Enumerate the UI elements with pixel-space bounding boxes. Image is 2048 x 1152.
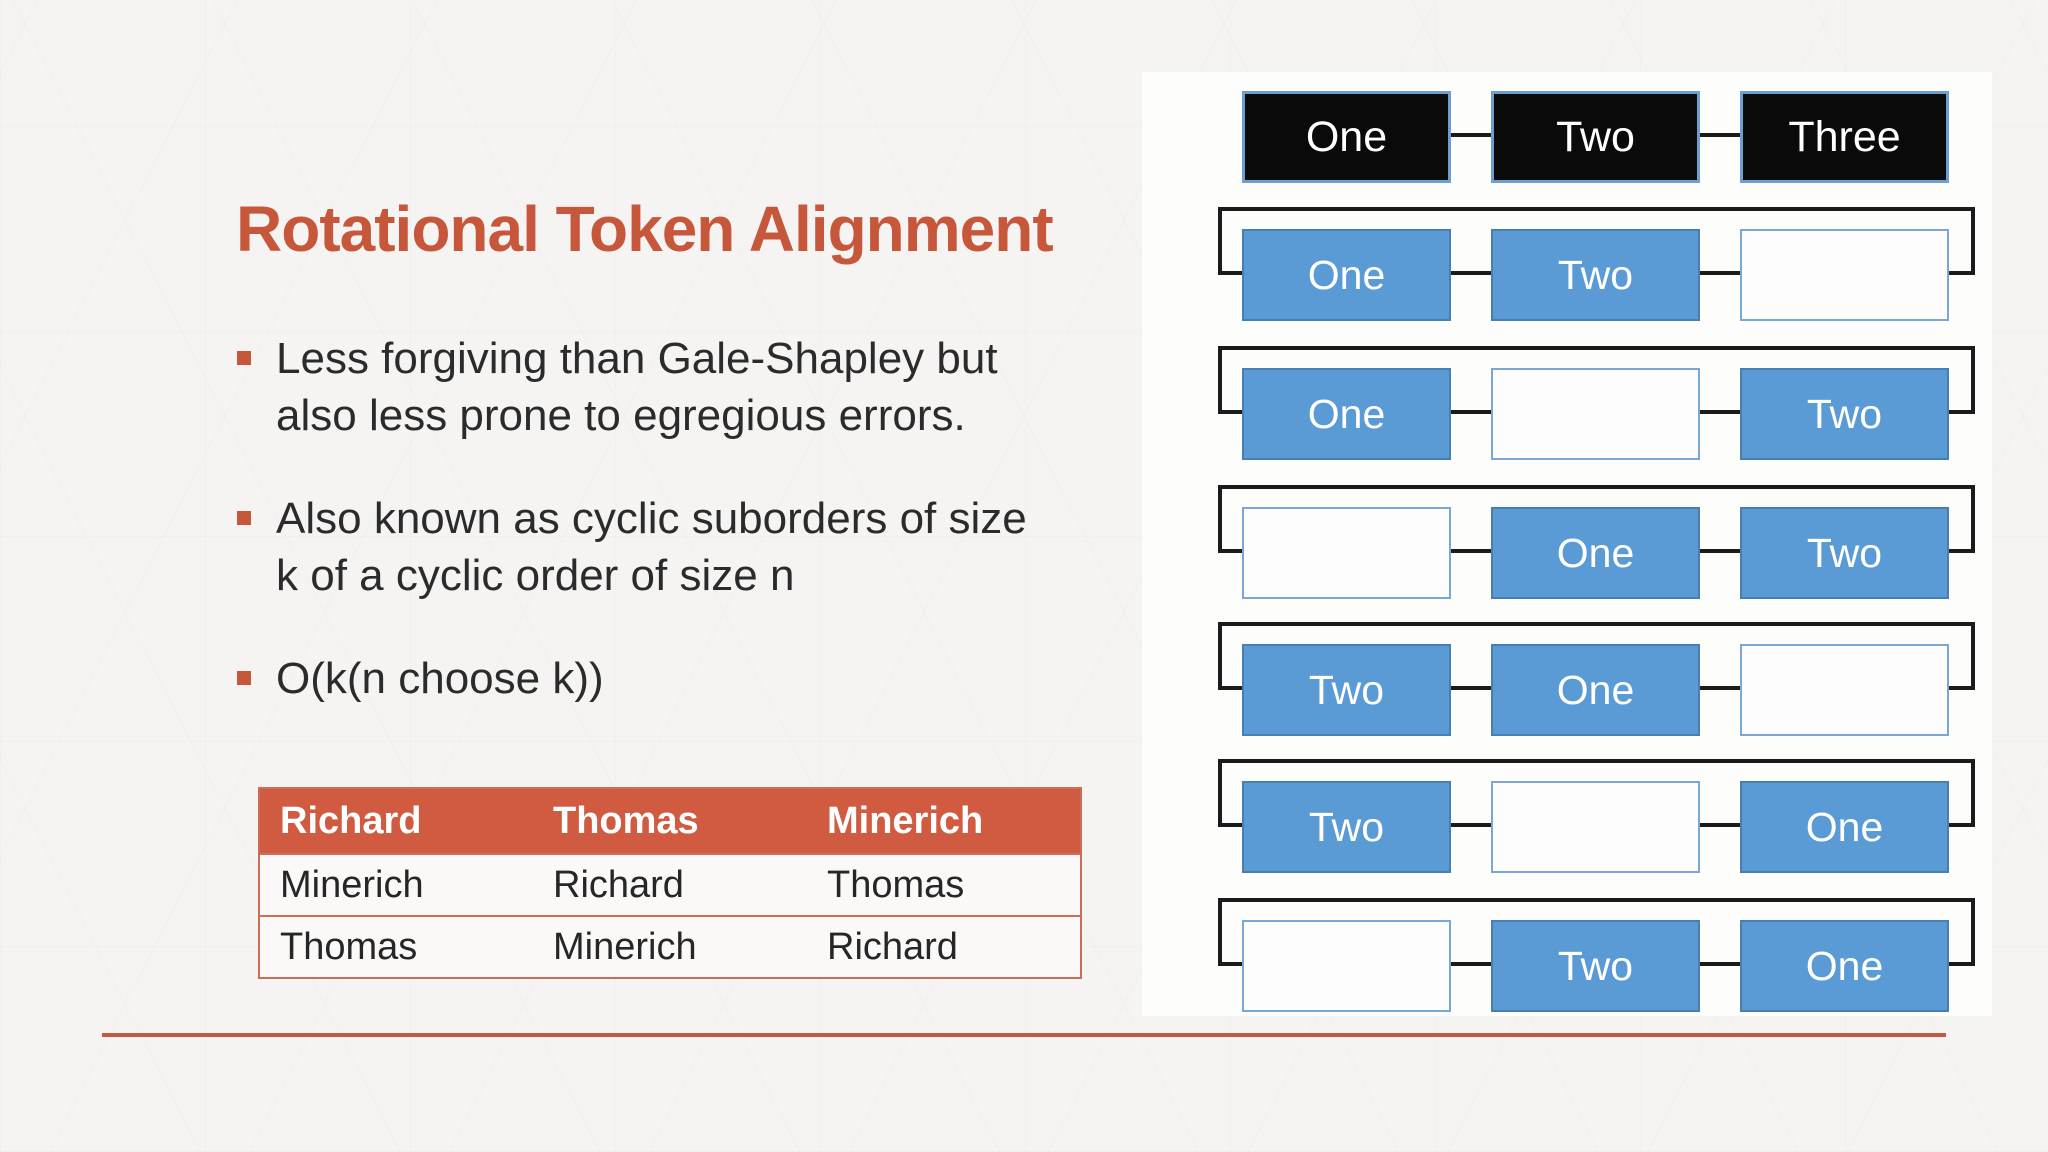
bracket-right-stub [1947,962,1975,966]
bullet-item: Also known as cyclic suborders of size k… [237,490,1037,604]
token-box: Two [1740,368,1949,460]
connector-line [1451,962,1491,966]
bullet-text: Less forgiving than Gale-Shapley but als… [276,334,998,440]
token-box: One [1242,229,1451,321]
empty-token-box [1242,920,1451,1012]
bracket-right-stub [1947,823,1975,827]
bullet-item: O(k(n choose k)) [237,650,1037,707]
table-cell: Minerich [259,853,533,916]
bullet-text: O(k(n choose k)) [276,654,604,703]
connector-line [1451,133,1491,137]
bullet-square-icon [237,511,251,525]
connector-line [1451,271,1491,275]
empty-token-box [1491,368,1700,460]
bracket-left-stub [1218,271,1246,275]
bullet-list: Less forgiving than Gale-Shapley but als… [237,330,1037,753]
token-box: One [1740,781,1949,873]
table-cell: Minerich [533,915,807,978]
connector-line [1451,686,1491,690]
connector-line [1700,410,1740,414]
connector-line [1700,823,1740,827]
table-header-cell: Thomas [533,788,807,854]
token-box: Two [1242,644,1451,736]
token-box: Two [1740,507,1949,599]
token-box: Two [1491,920,1700,1012]
empty-token-box [1740,229,1949,321]
wraparound-bracket [1218,759,1975,825]
bullet-item: Less forgiving than Gale-Shapley but als… [237,330,1037,444]
table-header-cell: Richard [259,788,533,854]
table-cell: Thomas [807,853,1081,916]
bracket-left-stub [1218,549,1246,553]
connector-line [1700,962,1740,966]
slide-title: Rotational Token Alignment [236,193,1054,265]
empty-token-box [1740,644,1949,736]
wraparound-bracket [1218,622,1975,688]
token-box: One [1740,920,1949,1012]
wraparound-bracket [1218,207,1975,273]
footer-accent-line [102,1033,1946,1037]
connector-line [1451,823,1491,827]
connector-line [1451,410,1491,414]
connector-line [1700,133,1740,137]
token-box: Three [1740,91,1949,183]
token-box: Two [1491,229,1700,321]
bracket-right-stub [1947,410,1975,414]
connector-line [1700,271,1740,275]
bracket-left-stub [1218,962,1246,966]
table-cell: Thomas [259,915,533,978]
bracket-right-stub [1947,549,1975,553]
connector-line [1700,686,1740,690]
bullet-square-icon [237,671,251,685]
bracket-left-stub [1218,686,1246,690]
bullet-text: Also known as cyclic suborders of size k… [276,494,1027,600]
token-box: One [1242,368,1451,460]
token-box: One [1491,507,1700,599]
table-header-cell: Minerich [807,788,1081,854]
token-box: One [1242,91,1451,183]
bracket-right-stub [1947,686,1975,690]
bullet-square-icon [237,351,251,365]
connector-line [1451,549,1491,553]
wraparound-bracket [1218,898,1975,964]
empty-token-box [1491,781,1700,873]
token-box: Two [1491,91,1700,183]
bracket-left-stub [1218,823,1246,827]
table-cell: Richard [533,853,807,916]
wraparound-bracket [1218,346,1975,412]
bracket-left-stub [1218,410,1246,414]
table-cell: Richard [807,915,1081,978]
empty-token-box [1242,507,1451,599]
connector-line [1700,549,1740,553]
token-box: Two [1242,781,1451,873]
wraparound-bracket [1218,485,1975,551]
token-box: One [1491,644,1700,736]
bracket-right-stub [1947,271,1975,275]
